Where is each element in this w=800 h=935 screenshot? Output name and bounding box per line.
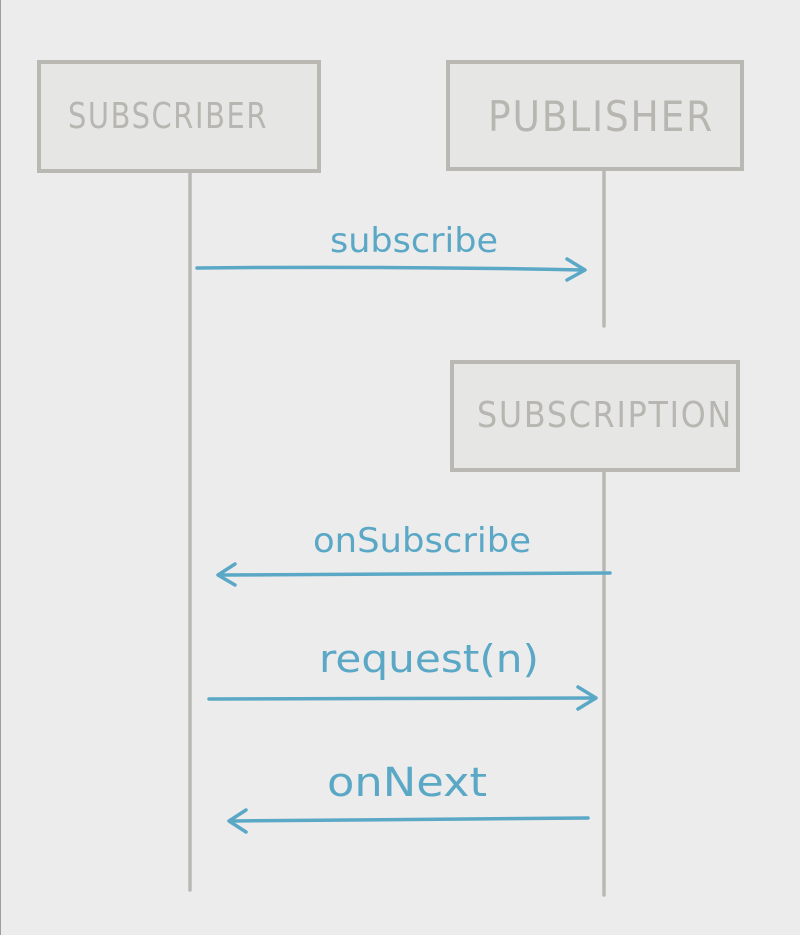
arrowhead-left-icon xyxy=(216,562,237,587)
message-arrow-line xyxy=(217,571,612,577)
message-label: onSubscribe xyxy=(313,521,531,561)
message-label: subscribe xyxy=(330,221,498,261)
message-request-n: request(n) xyxy=(207,637,598,711)
participant-subscription: SUBSCRIPTION xyxy=(450,360,740,472)
message-subscribe: subscribe xyxy=(195,221,587,282)
message-label: request(n) xyxy=(319,637,539,681)
message-arrow-line xyxy=(229,816,590,823)
subscriber-box xyxy=(37,60,321,173)
publisher-label: PUBLISHER xyxy=(488,92,714,141)
arrowhead-left-icon xyxy=(227,808,248,834)
subscription-label: SUBSCRIPTION xyxy=(477,395,733,436)
participant-publisher: PUBLISHER xyxy=(446,60,744,171)
arrowhead-right-icon xyxy=(565,257,587,282)
subscriber-label: SUBSCRIBER xyxy=(68,96,268,137)
subscription-box xyxy=(450,360,740,472)
arrowhead-right-icon xyxy=(576,685,598,711)
message-label: onNext xyxy=(327,760,487,806)
message-on-subscribe: onSubscribe xyxy=(216,521,612,587)
message-on-next: onNext xyxy=(227,760,590,834)
message-arrow-line xyxy=(207,696,596,701)
message-arrow-line xyxy=(195,265,585,272)
participant-subscriber: SUBSCRIBER xyxy=(37,60,321,173)
publisher-box xyxy=(446,60,744,171)
